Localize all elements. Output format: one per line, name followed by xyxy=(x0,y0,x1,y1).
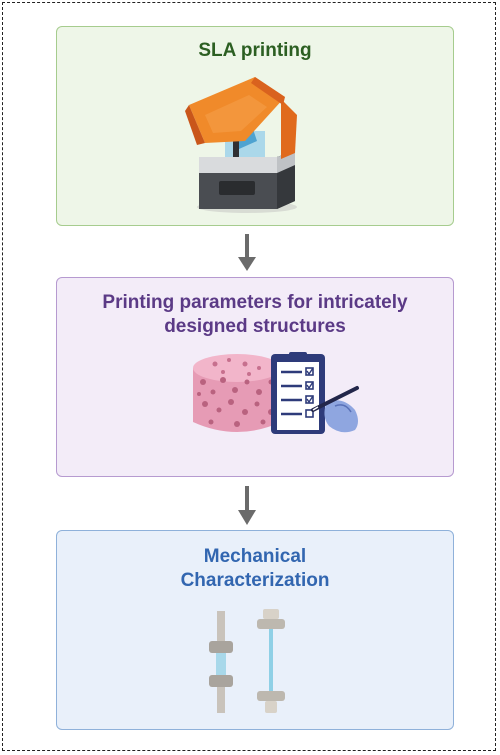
tensile-specimen-icon xyxy=(209,609,285,713)
step-title-sla-printing: SLA printing xyxy=(198,40,312,61)
porous-scaffold-checklist-icon xyxy=(193,352,359,434)
step-box-printing-parameters: Printing parameters for intricately desi… xyxy=(56,277,454,477)
sla-printer-icon xyxy=(185,77,297,213)
step-title-mechanical-characterization: Mechanical Characterization xyxy=(180,546,330,591)
step-box-sla-printing: SLA printing xyxy=(56,26,454,226)
flow-arrow-2 xyxy=(235,486,259,526)
flow-arrow-1 xyxy=(235,234,259,272)
step-title-printing-parameters: Printing parameters for intricately desi… xyxy=(102,292,408,337)
step-box-mechanical-characterization: Mechanical Characterization xyxy=(56,530,454,730)
